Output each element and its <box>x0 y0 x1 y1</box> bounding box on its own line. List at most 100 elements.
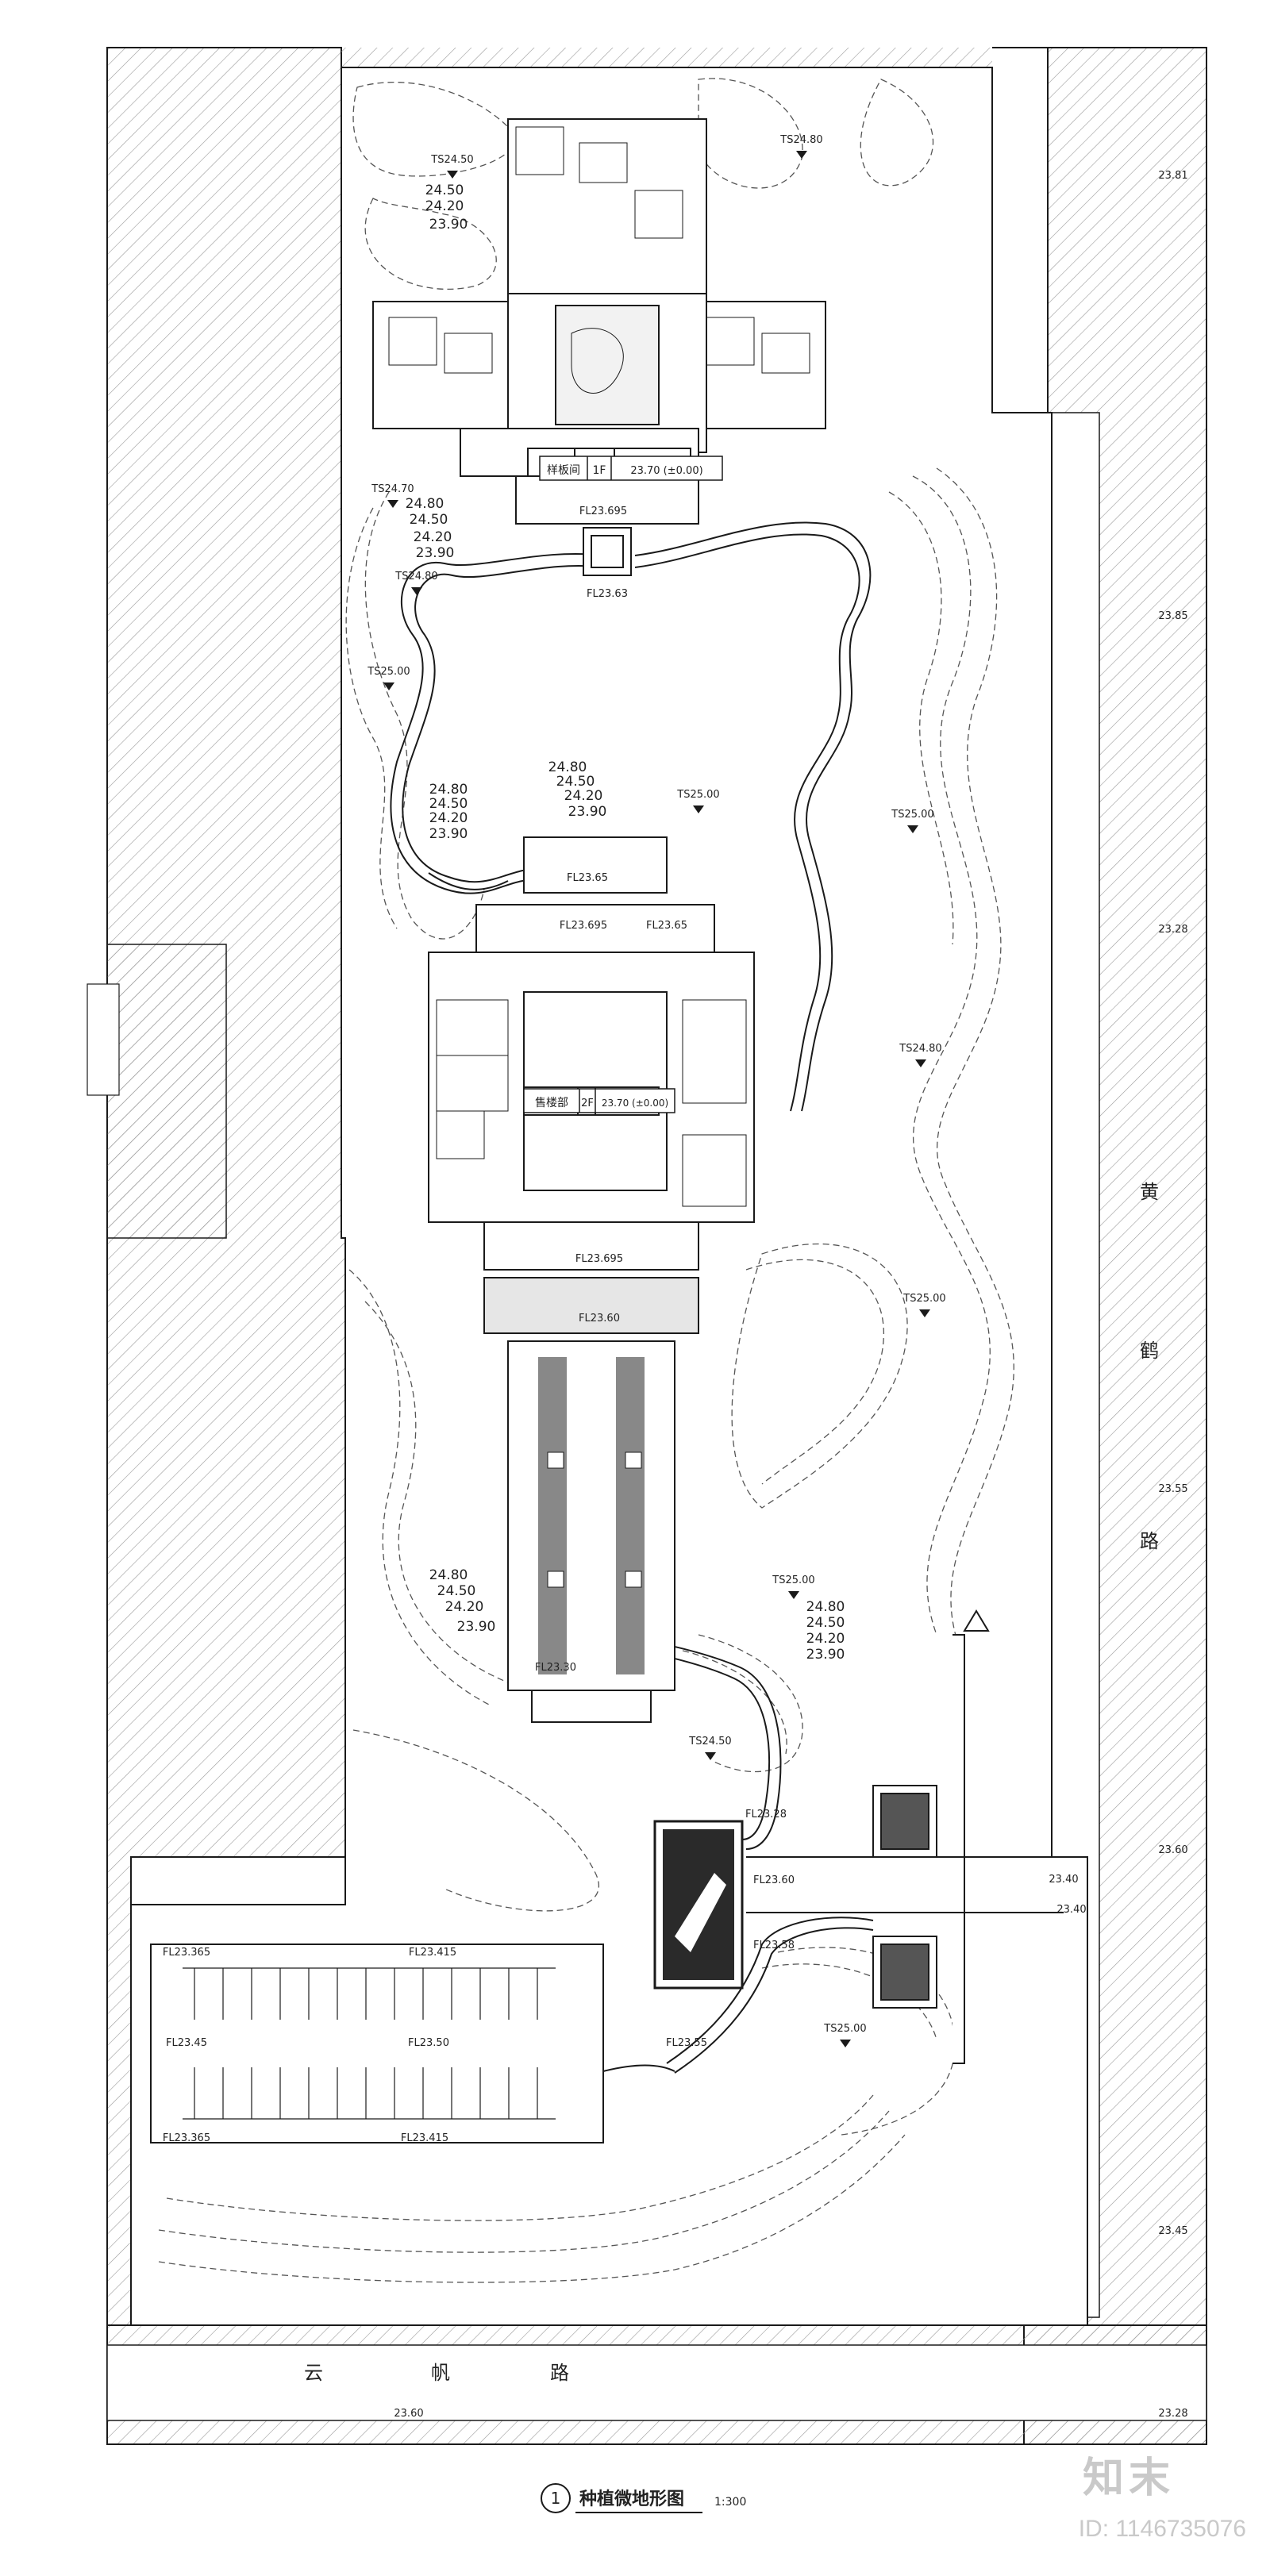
spot-level-label: TS24.70 <box>371 483 414 495</box>
contour-elevation-label: 23.90 <box>806 1647 845 1663</box>
east-road-name-char: 黄 <box>1140 1181 1159 1203</box>
caption-number: 1 <box>551 2489 561 2508</box>
level-marker-icon <box>693 805 704 813</box>
north-arrow-icon <box>963 1609 990 1632</box>
road-edge-level-label: 23.28 <box>1158 924 1187 936</box>
corridor-pavilion <box>483 1277 699 1723</box>
contour-elevation-label: 24.20 <box>445 1599 484 1615</box>
spot-level-label: TS24.80 <box>779 134 822 146</box>
center-building-name: 售楼部 <box>535 1097 568 1109</box>
south-road-name-char: 帆 <box>431 2362 450 2384</box>
contour-elevation-label: 24.50 <box>556 774 595 790</box>
contour-elevation-label: 24.50 <box>437 1583 476 1599</box>
contour-elevation-label: 23.90 <box>429 217 468 233</box>
watermark-logo: 知末 <box>1082 2455 1175 2501</box>
contour-elevation-label: 23.90 <box>429 826 468 842</box>
water-feature <box>653 1820 744 1990</box>
contour-elevation-label: 24.50 <box>429 796 468 812</box>
floor-level-label: FL23.55 <box>666 2037 707 2049</box>
entry-gates <box>746 1634 1064 2064</box>
contour-elevation-label: 24.20 <box>806 1631 845 1647</box>
level-marker-icon <box>919 1309 930 1317</box>
caption-scale: 1:300 <box>714 2496 746 2509</box>
level-marker-icon <box>796 151 807 159</box>
level-marker-icon <box>840 2040 851 2047</box>
level-marker-icon <box>907 825 918 833</box>
floor-level-label: FL23.45 <box>166 2037 207 2049</box>
floor-level-label: FL23.695 <box>560 920 607 932</box>
contour-elevation-label: 24.20 <box>429 810 468 826</box>
spot-level-label: TS25.00 <box>772 1574 814 1586</box>
spot-level-label: TS25.00 <box>823 2023 866 2035</box>
road-edge-level-label: 23.60 <box>1158 1844 1187 1856</box>
contour-elevation-label: 24.20 <box>564 788 603 804</box>
road-edge-level-label: 23.60 <box>394 2408 423 2420</box>
road-labels: 黄鹤路云帆路 <box>304 1181 1159 2384</box>
contour-elevation-label: 23.90 <box>457 1619 496 1635</box>
sales-center-building <box>428 836 755 1271</box>
road-edge-level-label: 23.85 <box>1158 610 1187 622</box>
center-room-label: 售楼部 2F 23.70 (±0.00) <box>523 1088 675 1113</box>
floor-level-label: FL23.365 <box>163 1947 210 1959</box>
contour-elevation-label: 24.80 <box>806 1599 845 1615</box>
floor-level-label: FL23.65 <box>567 872 608 884</box>
watermark-id: ID: 1146735076 <box>1078 2516 1246 2542</box>
contour-elevation-label: 23.90 <box>568 804 607 820</box>
road-edge-level-label: 23.81 <box>1158 170 1187 182</box>
center-floor-label: 2F <box>581 1098 594 1109</box>
caption-number-circle <box>541 2483 571 2513</box>
east-road-name-char: 路 <box>1140 1530 1159 1552</box>
center-level-label: 23.70 (±0.00) <box>602 1098 668 1109</box>
floor-level-label: FL23.28 <box>745 1809 787 1821</box>
level-marker-icon <box>788 1591 799 1599</box>
contour-elevation-label: 24.80 <box>406 496 444 512</box>
south-road-name-char: 路 <box>550 2362 569 2384</box>
north-room-label: 样板间 1F 23.70 (±0.00) <box>539 456 723 481</box>
spot-level-label: TS25.00 <box>891 809 933 821</box>
drawing-caption: 1 种植微地形图 1:300 <box>541 2483 746 2513</box>
level-marker-icon <box>447 171 458 179</box>
caption-title: 种植微地形图 <box>579 2489 684 2509</box>
spot-level-label: TS24.50 <box>430 154 473 166</box>
road-edge-level-label: 23.28 <box>1158 2408 1187 2420</box>
floor-level-label: FL23.695 <box>579 506 627 517</box>
road-edge-level-label: 23.55 <box>1158 1483 1187 1495</box>
contour-elevation-label: 24.80 <box>548 759 587 775</box>
spot-level-label: TS24.80 <box>899 1043 941 1055</box>
floor-level-label: FL23.415 <box>401 2132 448 2144</box>
north-floor-label: 1F <box>593 464 606 477</box>
spot-level-label: TS24.50 <box>688 1736 731 1747</box>
level-marker-icon <box>915 1059 926 1067</box>
contour-elevation-label: 24.80 <box>429 1567 468 1583</box>
spot-level-label: TS24.80 <box>394 571 437 582</box>
spot-level-label: TS25.00 <box>902 1293 945 1305</box>
contour-elevation-label: 24.50 <box>425 183 464 198</box>
road-edge-level-label: 23.40 <box>1056 1904 1086 1916</box>
floor-level-label: FL23.60 <box>579 1313 620 1325</box>
level-marker-icon <box>411 587 422 595</box>
level-marker-icon <box>705 1752 716 1760</box>
east-road-name-char: 鹤 <box>1140 1340 1159 1362</box>
floor-level-label: FL23.695 <box>575 1253 623 1265</box>
parking-lot <box>150 1944 675 2143</box>
floor-level-label: FL23.58 <box>753 1940 795 1951</box>
north-level-label: 23.70 (±0.00) <box>630 465 702 477</box>
floor-level-label: FL23.365 <box>163 2132 210 2144</box>
floor-level-label: FL23.415 <box>409 1947 456 1959</box>
level-marker-icon <box>387 500 398 508</box>
floor-level-label: FL23.30 <box>535 1662 576 1674</box>
spot-level-label: TS25.00 <box>676 789 719 801</box>
floor-level-label: FL23.65 <box>646 920 687 932</box>
floor-level-label: FL23.50 <box>408 2037 449 2049</box>
contour-elevation-label: 24.20 <box>414 529 452 545</box>
contour-elevation-label: 24.20 <box>425 198 464 214</box>
neighbor-building <box>87 944 227 1239</box>
road-edge-level-label: 23.40 <box>1049 1874 1078 1886</box>
spot-level-label: TS25.00 <box>367 666 410 678</box>
floor-level-label: FL23.63 <box>587 588 628 600</box>
road-edge-level-label: 23.45 <box>1158 2225 1187 2237</box>
contour-elevation-label: 23.90 <box>416 545 455 561</box>
contour-elevation-label: 24.50 <box>410 512 448 528</box>
